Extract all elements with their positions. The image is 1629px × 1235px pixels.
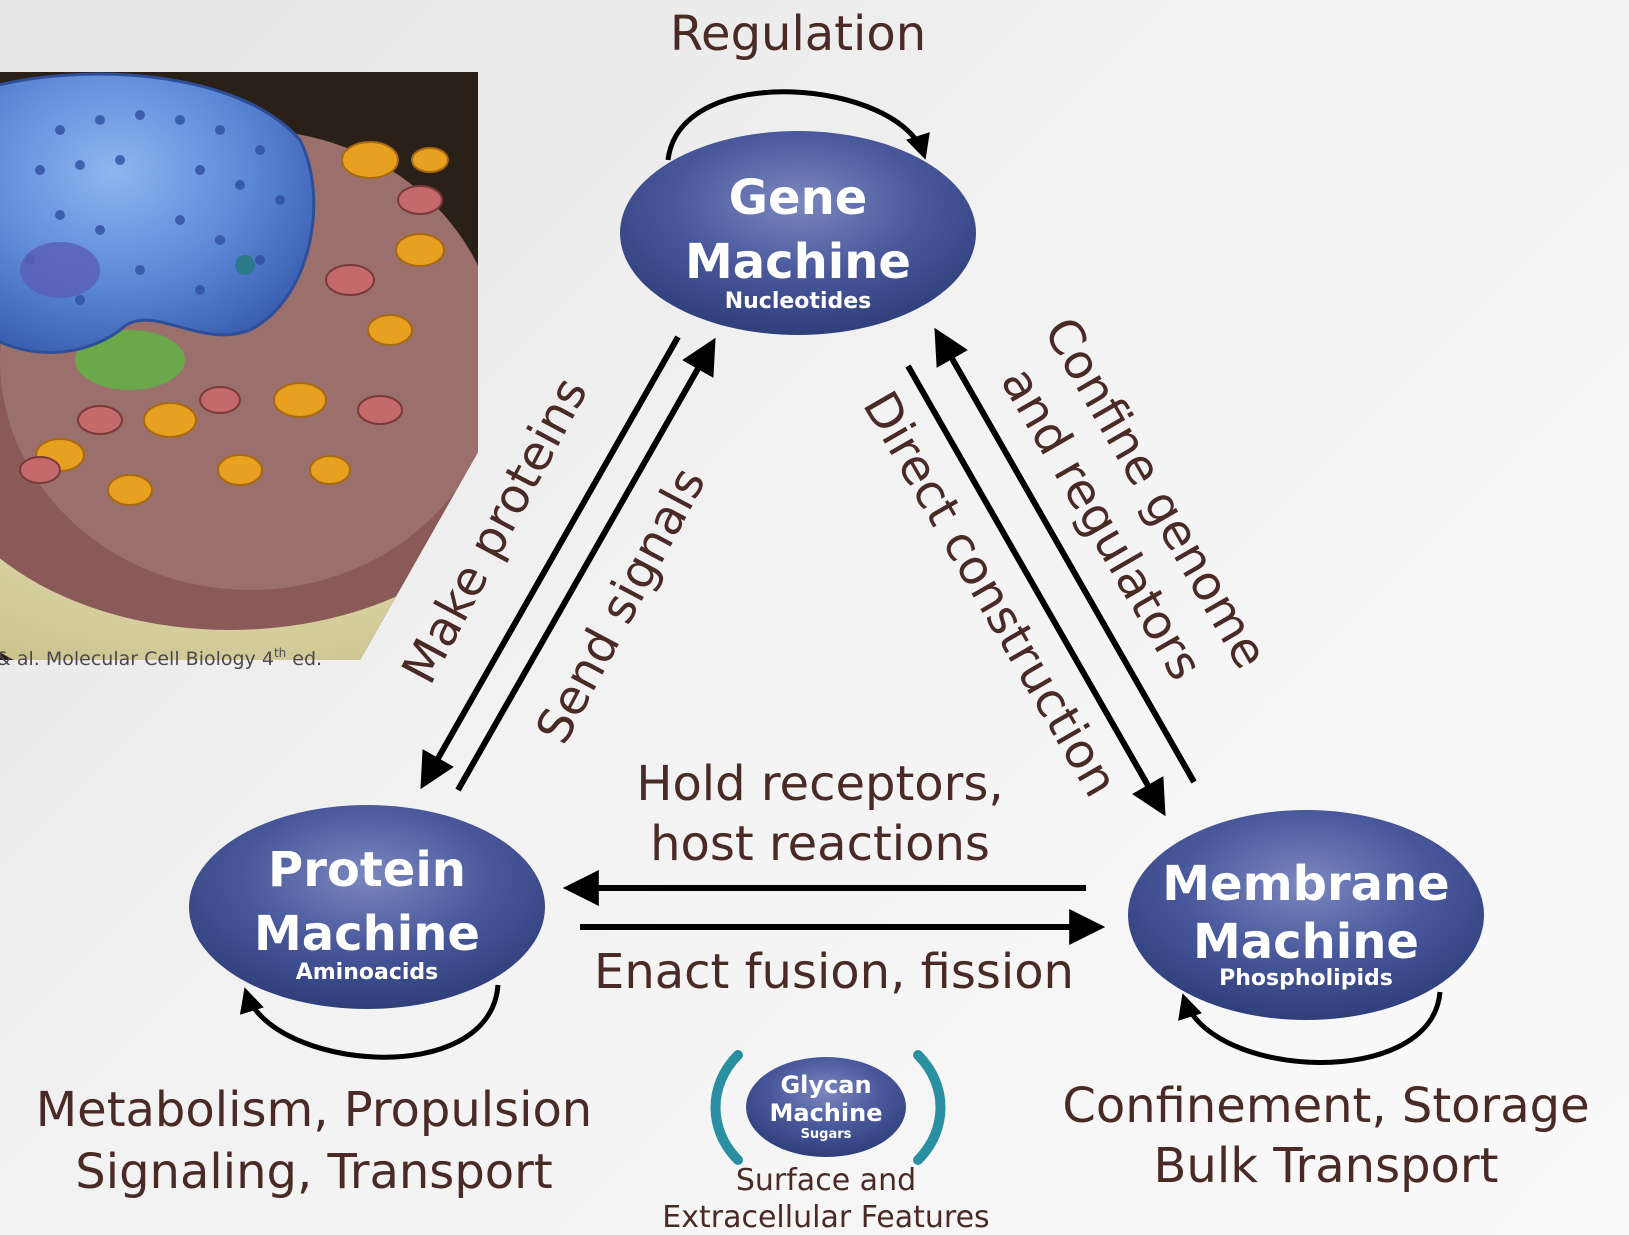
confine-genome-arrow bbox=[934, 327, 1197, 784]
membrane-roles-line2: Bulk Transport bbox=[1154, 1138, 1499, 1194]
protein-title-line1: Protein bbox=[268, 842, 466, 898]
membrane-title-line1: Membrane bbox=[1162, 856, 1449, 912]
protein-self-loop-arrow bbox=[239, 984, 501, 1060]
glycan-roles-line2: Extracellular Features bbox=[662, 1200, 989, 1235]
protein-subtitle: Aminoacids bbox=[296, 960, 439, 985]
gene-title-line2: Machine bbox=[685, 234, 911, 290]
glycan-subtitle: Sugars bbox=[801, 1127, 852, 1142]
regulation-label: Regulation bbox=[670, 6, 926, 62]
direct-construction-arrow bbox=[905, 364, 1166, 817]
protein-title-line2: Machine bbox=[254, 906, 480, 962]
make-proteins-arrow bbox=[420, 335, 681, 790]
image-caption: & al. Molecular Cell Biology 4th ed. bbox=[0, 646, 322, 670]
regulation-loop-arrow bbox=[665, 89, 930, 161]
gene-machine-node: Gene Machine Nucleotides bbox=[620, 131, 976, 335]
glycan-right-bracket bbox=[913, 1050, 946, 1165]
glycan-title-line1: Glycan bbox=[780, 1071, 871, 1099]
glycan-machine-node: Glycan Machine Sugars bbox=[710, 1050, 946, 1165]
gene-subtitle: Nucleotides bbox=[725, 289, 872, 314]
gene-title-line1: Gene bbox=[729, 170, 868, 226]
membrane-subtitle: Phospholipids bbox=[1219, 966, 1393, 991]
enact-fusion-label: Enact fusion, fission bbox=[594, 944, 1074, 1000]
membrane-machine-node: Membrane Machine Phospholipids bbox=[1128, 810, 1484, 1020]
membrane-roles-line1: Confinement, Storage bbox=[1062, 1078, 1589, 1134]
hold-receptors-label-line1: Hold receptors, bbox=[636, 756, 1003, 812]
membrane-title-line2: Machine bbox=[1193, 914, 1419, 970]
hold-receptors-label-line2: host reactions bbox=[650, 816, 990, 872]
glycan-title-line2: Machine bbox=[770, 1099, 883, 1127]
membrane-self-loop-arrow bbox=[1178, 991, 1443, 1065]
glycan-roles-line1: Surface and bbox=[736, 1163, 916, 1198]
protein-roles-line2: Signaling, Transport bbox=[75, 1144, 552, 1200]
protein-machine-node: Protein Machine Aminoacids bbox=[189, 805, 545, 1009]
glycan-left-bracket bbox=[710, 1050, 743, 1165]
send-signals-arrow bbox=[455, 337, 716, 792]
protein-roles-line1: Metabolism, Propulsion bbox=[36, 1082, 592, 1138]
